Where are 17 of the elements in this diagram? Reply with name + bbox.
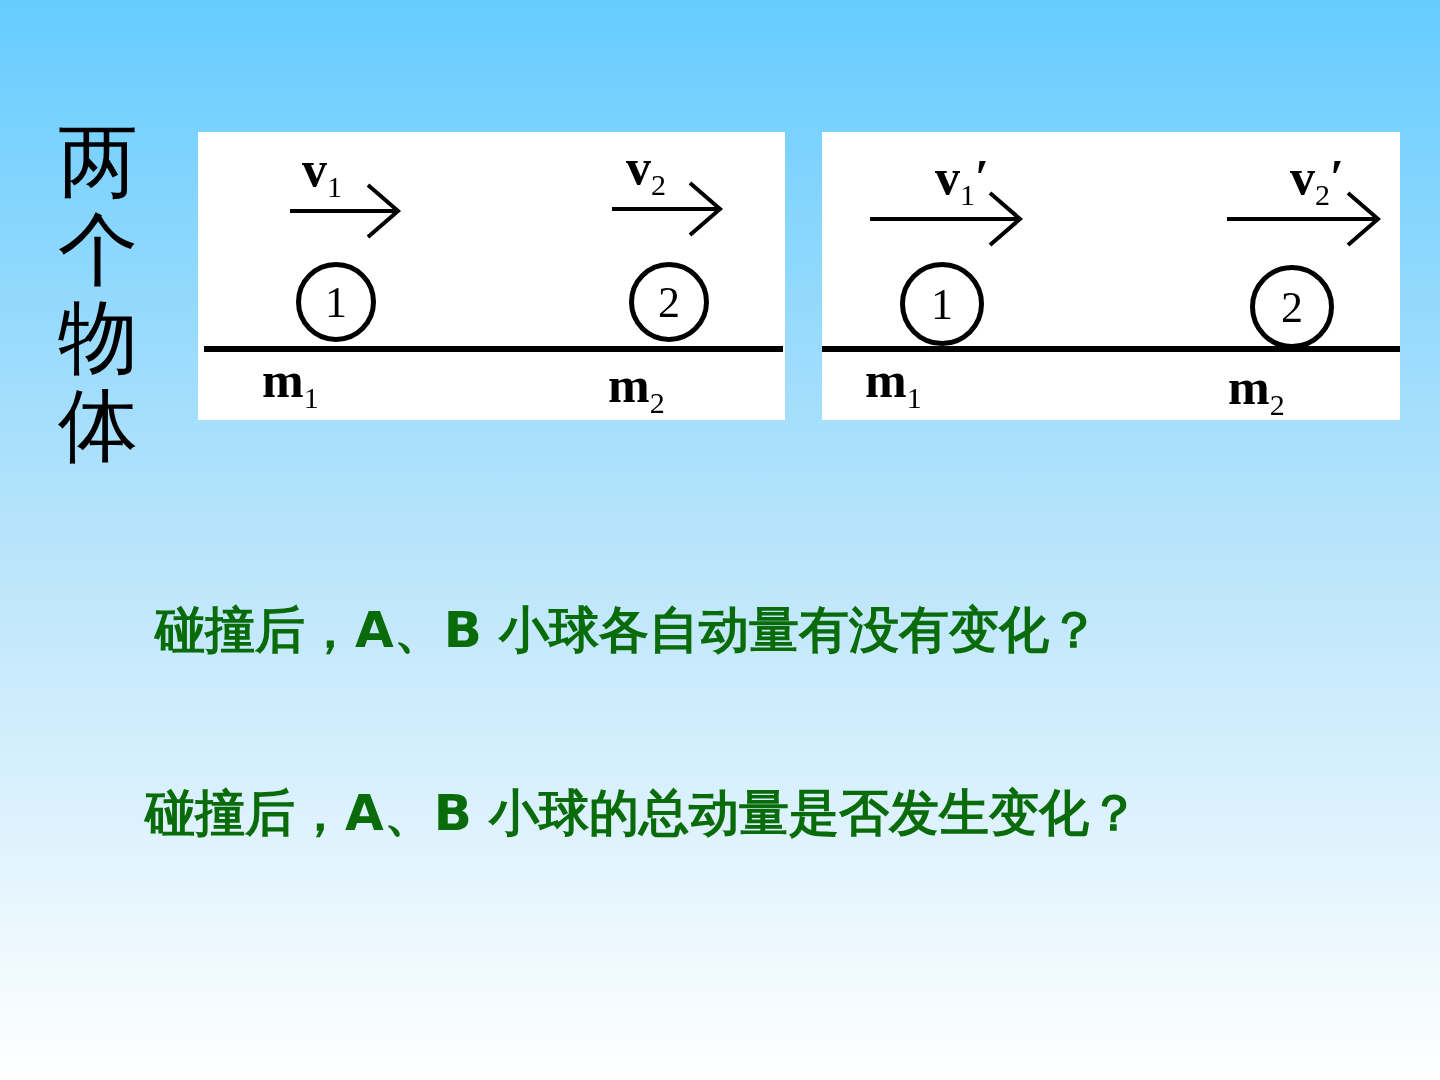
velocity-label: v$_{1}$′ [935, 152, 990, 210]
velocity-label: v$_{1}$ [302, 144, 342, 202]
mass-label: m$_{1}$ [262, 355, 319, 413]
ball: 1 [296, 262, 376, 342]
diagram-panel [822, 132, 1400, 420]
question-text: 碰撞后，A、B 小球的总动量是否发生变化？ [145, 783, 1141, 844]
question-text: 碰撞后，A、B 小球各自动量有没有变化？ [153, 600, 1101, 661]
mass-label: m$_{2}$ [608, 360, 665, 418]
mass-label: m$_{2}$ [1228, 362, 1285, 420]
velocity-label: v$_{2}$′ [1290, 152, 1345, 210]
ball: 2 [629, 262, 709, 342]
ball: 2 [1250, 265, 1334, 349]
mass-label: m$_{1}$ [865, 355, 922, 413]
ball: 1 [900, 262, 984, 346]
diagram-panel [198, 132, 785, 420]
title: 两个物体 [58, 118, 139, 470]
velocity-label: v$_{2}$ [626, 142, 666, 200]
